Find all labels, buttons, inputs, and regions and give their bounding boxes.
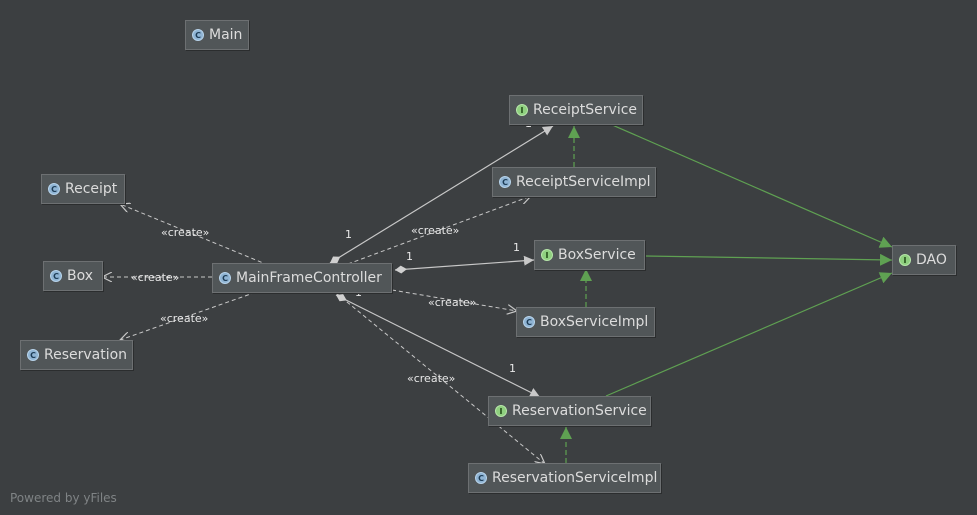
node-receipt-service[interactable]: I ReceiptService [509,95,643,125]
edge-label-create-receipt: «create» [161,226,210,239]
node-reservation[interactable]: C Reservation [20,340,133,370]
multiplicity-receipt-source: 1 [345,228,352,241]
node-box-service-impl[interactable]: C BoxServiceImpl [516,307,655,337]
edge-label-create-reservation-service-impl: «create» [407,372,456,385]
node-box-service[interactable]: I BoxService [534,240,645,270]
node-label: Reservation [44,347,128,363]
node-label: Main [209,27,243,43]
node-main-frame-controller[interactable]: C MainFrameController [212,263,392,293]
interface-icon: I [899,254,911,266]
class-icon: C [523,316,535,328]
class-icon: C [48,183,60,195]
node-label: Box [67,268,94,284]
interface-icon: I [541,249,553,261]
edge-assoc-reservation-service[interactable] [335,294,541,398]
node-label: DAO [916,252,947,268]
node-main[interactable]: C Main [185,20,249,50]
edge-box-service-dao[interactable] [644,253,893,266]
node-label: ReceiptServiceImpl [516,174,651,190]
node-dao[interactable]: I DAO [892,245,956,275]
edge-label-create-receipt-service-impl: «create» [411,224,460,237]
multiplicity-reservation-target: 1 [509,362,516,375]
multiplicity-box-target: 1 [513,241,520,254]
class-icon: C [27,349,39,361]
node-label: BoxService [558,247,636,263]
node-box[interactable]: C Box [43,261,103,291]
edge-receipt-service-dao[interactable] [609,123,893,248]
edge-label-create-box: «create» [131,271,180,284]
node-label: ReservationService [512,403,647,419]
multiplicity-box-source: 1 [406,250,413,263]
class-icon: C [219,272,231,284]
interface-icon: I [516,104,528,116]
class-icon: C [499,176,511,188]
edge-assoc-receipt-service[interactable] [329,125,554,264]
edge-label-create-box-service-impl: «create» [428,296,477,309]
node-label: BoxServiceImpl [540,314,649,330]
edge-assoc-box-service[interactable] [394,255,535,274]
interface-icon: I [495,405,507,417]
powered-by-footer: Powered by yFiles [10,491,117,505]
node-label: MainFrameController [236,270,382,286]
edge-label-create-reservation: «create» [160,312,209,325]
node-reservation-service-impl[interactable]: C ReservationServiceImpl [468,463,661,493]
class-icon: C [50,270,62,282]
node-receipt-service-impl[interactable]: C ReceiptServiceImpl [492,167,656,197]
edge-create-receipt[interactable] [120,204,269,266]
node-label: ReservationServiceImpl [492,470,658,486]
edge-reservation-service-dao[interactable] [605,272,893,397]
node-label: ReceiptService [533,102,638,118]
node-reservation-service[interactable]: I ReservationService [488,396,651,426]
class-icon: C [192,29,204,41]
node-label: Receipt [65,181,118,197]
node-receipt[interactable]: C Receipt [41,174,125,204]
class-icon: C [475,472,487,484]
